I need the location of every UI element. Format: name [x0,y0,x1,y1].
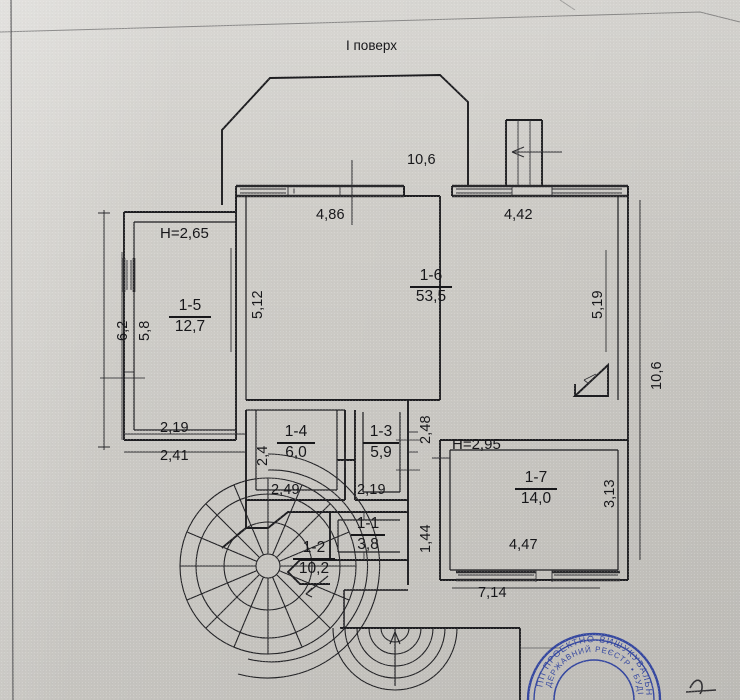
page-title: I поверх [346,38,397,53]
room-number-1-2: 1-2 [302,539,326,556]
room-label-1-4: 1-4 6,0 [260,423,332,462]
room-number-1-1: 1-1 [356,515,380,532]
room-divider [363,442,399,444]
dimension-top-overall: 10,6 [407,152,436,168]
room-number-1-3: 1-3 [369,423,393,440]
room-label-1-3: 1-3 5,9 [350,423,412,462]
ceiling-height-left: H=2,65 [160,225,209,242]
dimension-room-1-4-width: 2,49 [271,482,300,498]
room-divider [515,488,557,490]
room-number-1-6: 1-6 [419,267,443,284]
dimension-bottom-left-lower: 2,41 [160,448,189,464]
ceiling-height-right: H=2,95 [452,436,501,453]
room-number-1-4: 1-4 [284,423,308,440]
dimension-interior-left-vertical: 5,12 [250,290,266,319]
room-area-1-5: 12,7 [174,318,206,336]
dimension-room-1-7-width: 4,47 [509,537,538,553]
dimension-left-inner: 5,8 [137,320,153,341]
room-divider [277,442,315,444]
room-label-1-2: 1-2 10,2 [282,539,346,578]
dimension-right-inner: 5,19 [590,290,606,319]
room-divider [169,316,211,318]
dimension-bottom-left-upper: 2,19 [160,420,189,436]
room-area-1-1: 3,8 [357,536,379,554]
room-area-1-6: 53,5 [415,288,447,306]
dimension-room-1-3-width: 2,19 [357,482,386,498]
room-label-1-7: 1-7 14,0 [504,469,568,508]
room-area-1-4: 6,0 [285,444,307,462]
dimension-top-right-segment: 4,42 [504,207,533,223]
dimension-bottom-overall: 7,14 [478,585,507,601]
room-label-1-1: 1-1 3,8 [340,515,396,554]
room-area-1-7: 14,0 [520,490,552,508]
room-divider [293,558,335,560]
room-number-1-7: 1-7 [524,469,548,486]
room-label-1-6: 1-6 53,5 [392,267,470,306]
dimension-top-left-segment: 4,86 [316,207,345,223]
room-area-1-2: 10,2 [298,560,330,578]
dimension-right-lower: 3,13 [602,479,618,508]
dimension-right-outer: 10,6 [649,361,665,390]
dimension-room-1-4-height: 2,4 [255,445,271,466]
dimension-left-outer: 6,2 [115,320,131,341]
room-label-1-5: 1-5 12,7 [154,297,226,336]
dimension-mid-vertical-144: 1,44 [418,524,434,553]
room-divider [351,534,385,536]
room-number-1-5: 1-5 [178,297,202,314]
room-area-1-3: 5,9 [370,444,392,462]
dimension-mid-vertical-248: 2,48 [418,415,434,444]
room-divider [410,286,452,288]
